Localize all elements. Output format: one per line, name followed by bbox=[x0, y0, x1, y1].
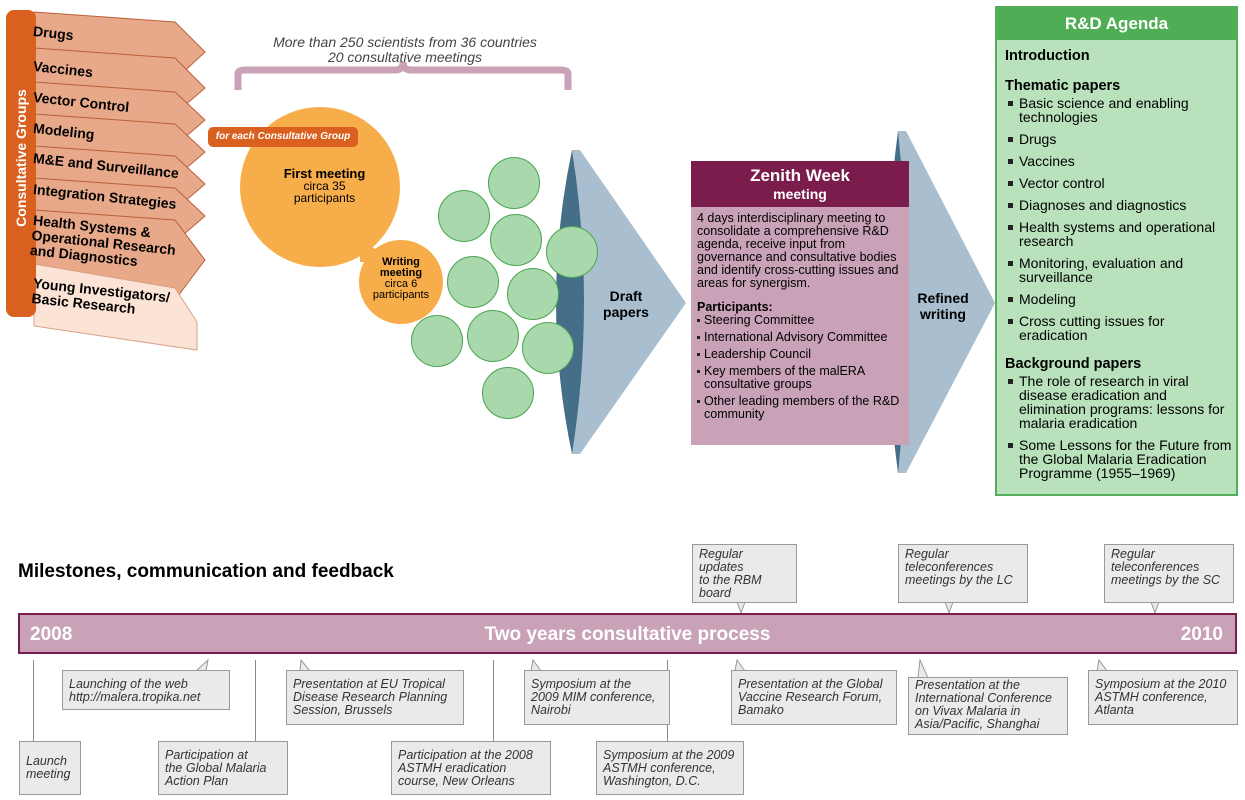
leader-line bbox=[493, 660, 494, 742]
refined-writing-line1: Refined bbox=[917, 290, 969, 306]
refined-writing-line2: writing bbox=[920, 306, 966, 322]
first-meeting-line2: participants bbox=[293, 191, 356, 205]
list-item: Leadership Council bbox=[697, 348, 905, 361]
agenda-background-label: Background papers bbox=[1005, 356, 1142, 372]
rd-agenda-title: R&D Agenda bbox=[997, 8, 1236, 40]
draft-papers-line1: Draft bbox=[609, 288, 643, 304]
draft-papers-line2: papers bbox=[603, 304, 649, 320]
for-each-label: for each Consultative Group bbox=[208, 127, 358, 147]
header-stats-line1: More than 250 scientists from 36 countri… bbox=[273, 34, 537, 50]
note-rbm-updates: Regular updates to the RBM board bbox=[692, 544, 797, 603]
paper-circle bbox=[490, 214, 542, 266]
list-item: Vaccines bbox=[1007, 154, 1236, 168]
agenda-thematic-list: Basic science and enabling technologies … bbox=[997, 96, 1236, 342]
list-item: Other leading members of the R&D communi… bbox=[697, 395, 905, 421]
consultative-groups-title: Consultative Groups bbox=[13, 89, 29, 227]
list-item: Health systems and operational research bbox=[1007, 220, 1236, 248]
zenith-participants-list: Steering Committee International Advisor… bbox=[691, 314, 909, 421]
note-web-launch: Launching of the web http://malera.tropi… bbox=[62, 670, 230, 710]
timeline-end: 2010 bbox=[1180, 624, 1223, 645]
agenda-thematic-label: Thematic papers bbox=[1005, 78, 1121, 94]
zenith-participants-label: Participants: bbox=[697, 300, 773, 314]
header-stats: More than 250 scientists from 36 countri… bbox=[240, 35, 570, 65]
note-launch-meeting: Launch meeting bbox=[19, 741, 81, 795]
consultative-groups-bar: Consultative Groups bbox=[6, 10, 36, 317]
header-brace bbox=[234, 61, 572, 90]
list-item: The role of research in viral disease er… bbox=[1007, 374, 1236, 430]
timeline-start: 2008 bbox=[30, 624, 73, 645]
paper-circle bbox=[507, 268, 559, 320]
list-item: Key members of the malERA consultative g… bbox=[697, 365, 905, 391]
note-astmh-2010: Symposium at the 2010 ASTMH conference, … bbox=[1088, 670, 1238, 725]
list-item: Vector control bbox=[1007, 176, 1236, 190]
header-stats-line2: 20 consultative meetings bbox=[327, 49, 483, 65]
list-item: Cross cutting issues for eradication bbox=[1007, 314, 1236, 342]
agenda-introduction: Introduction bbox=[1005, 48, 1090, 64]
note-eu-tropical: Presentation at EU Tropical Disease Rese… bbox=[286, 670, 464, 725]
first-meeting-title: First meeting bbox=[283, 166, 366, 181]
paper-circle bbox=[467, 310, 519, 362]
zenith-subtitle: meeting bbox=[773, 186, 827, 202]
draft-papers: Draft papers bbox=[596, 288, 656, 320]
note-astmh-2009: Symposium at the 2009 ASTMH conference, … bbox=[596, 741, 744, 795]
timeline-label: Two years consultative process bbox=[484, 624, 771, 645]
timeline-bar: 2008 Two years consultative process 2010 bbox=[18, 613, 1237, 654]
list-item: International Advisory Committee bbox=[697, 331, 905, 344]
writing-meeting-title: Writing bbox=[382, 256, 420, 268]
agenda-background-list: The role of research in viral disease er… bbox=[997, 374, 1236, 480]
note-lc-teleconferences: Regular teleconferences meetings by the … bbox=[898, 544, 1028, 603]
first-meeting-line1: circa 35 bbox=[303, 179, 346, 193]
writing-meeting-line2: participants bbox=[372, 289, 430, 301]
rd-agenda-box: R&D Agenda Introduction Thematic papers … bbox=[995, 6, 1238, 496]
paper-circle bbox=[411, 315, 463, 367]
list-item: Steering Committee bbox=[697, 314, 905, 327]
zenith-title: Zenith Week bbox=[750, 166, 850, 185]
leader-line bbox=[255, 660, 256, 742]
zenith-description: 4 days interdisciplinary meeting to cons… bbox=[697, 211, 899, 290]
list-item: Drugs bbox=[1007, 132, 1236, 146]
list-item: Diagnoses and diagnostics bbox=[1007, 198, 1236, 212]
writing-meeting-title2: meeting bbox=[379, 267, 423, 279]
note-global-malaria-action-plan: Participation at the Global Malaria Acti… bbox=[158, 741, 288, 795]
note-mim-2009: Symposium at the 2009 MIM conference, Na… bbox=[524, 670, 670, 725]
note-astmh-2008: Participation at the 2008 ASTMH eradicat… bbox=[391, 741, 551, 795]
note-sc-teleconferences: Regular teleconferences meetings by the … bbox=[1104, 544, 1234, 603]
leader-line bbox=[33, 660, 34, 742]
note-vaccine-forum: Presentation at the Global Vaccine Resea… bbox=[731, 670, 897, 725]
paper-circle bbox=[447, 256, 499, 308]
paper-circle bbox=[438, 190, 490, 242]
writing-meeting: Writing meeting circa 6 participants bbox=[361, 257, 441, 301]
zenith-week-box: Zenith Week meeting 4 days interdiscipli… bbox=[691, 161, 909, 445]
list-item: Some Lessons for the Future from the Glo… bbox=[1007, 438, 1236, 480]
paper-circle bbox=[488, 157, 540, 209]
refined-writing: Refined writing bbox=[908, 290, 978, 322]
milestones-title: Milestones, communication and feedback bbox=[18, 561, 394, 582]
meeting-blobs bbox=[240, 107, 443, 324]
cg-chevrons bbox=[33, 11, 206, 351]
paper-circle bbox=[522, 322, 574, 374]
zenith-week-header: Zenith Week meeting bbox=[691, 161, 909, 207]
paper-circle bbox=[546, 226, 598, 278]
list-item: Modeling bbox=[1007, 292, 1236, 306]
paper-circle bbox=[482, 367, 534, 419]
writing-meeting-line1: circa 6 bbox=[384, 278, 418, 290]
list-item: Monitoring, evaluation and surveillance bbox=[1007, 256, 1236, 284]
first-meeting: First meeting circa 35 participants bbox=[262, 166, 387, 205]
list-item: Basic science and enabling technologies bbox=[1007, 96, 1236, 124]
note-vivax-shanghai: Presentation at the International Confer… bbox=[908, 677, 1068, 735]
